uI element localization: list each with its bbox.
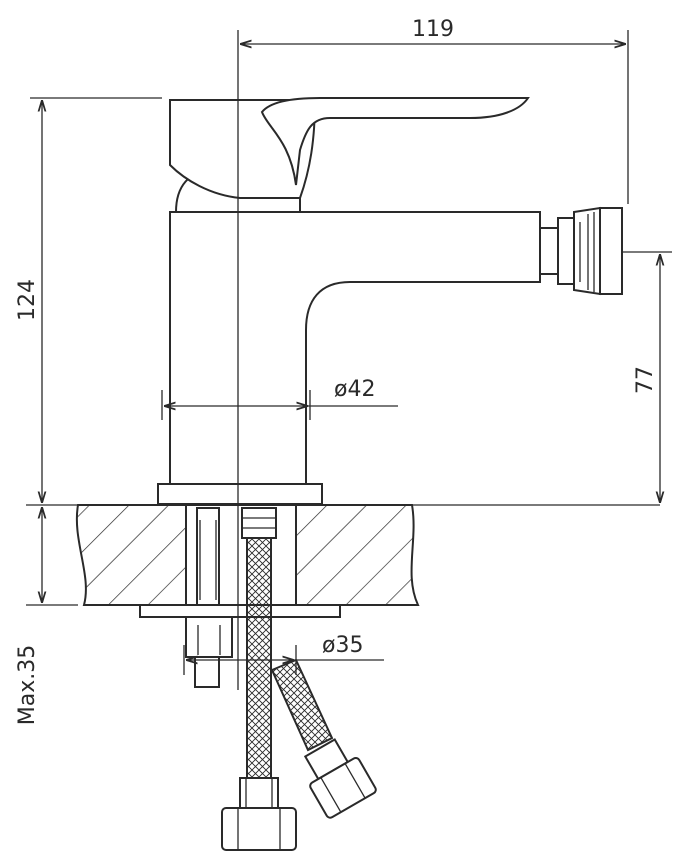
- dimension-119: 119: [240, 17, 626, 44]
- dimension-d42: ø42: [164, 377, 398, 406]
- body-diameter-label: ø42: [334, 377, 375, 402]
- dimension-124: 124: [15, 100, 42, 503]
- extension-lines: [26, 30, 672, 675]
- height-dimension-label: 124: [15, 279, 40, 321]
- dimension-d35: ø35: [186, 633, 384, 660]
- dimension-max35: Max.35: [15, 507, 42, 725]
- dimension-77: 77: [633, 254, 660, 503]
- max-thickness-label: Max.35: [15, 645, 40, 725]
- width-dimension-label: 119: [412, 17, 454, 42]
- spout-height-dimension-label: 77: [633, 366, 658, 394]
- hole-diameter-label: ø35: [322, 633, 363, 658]
- faucet-body: [157, 97, 623, 505]
